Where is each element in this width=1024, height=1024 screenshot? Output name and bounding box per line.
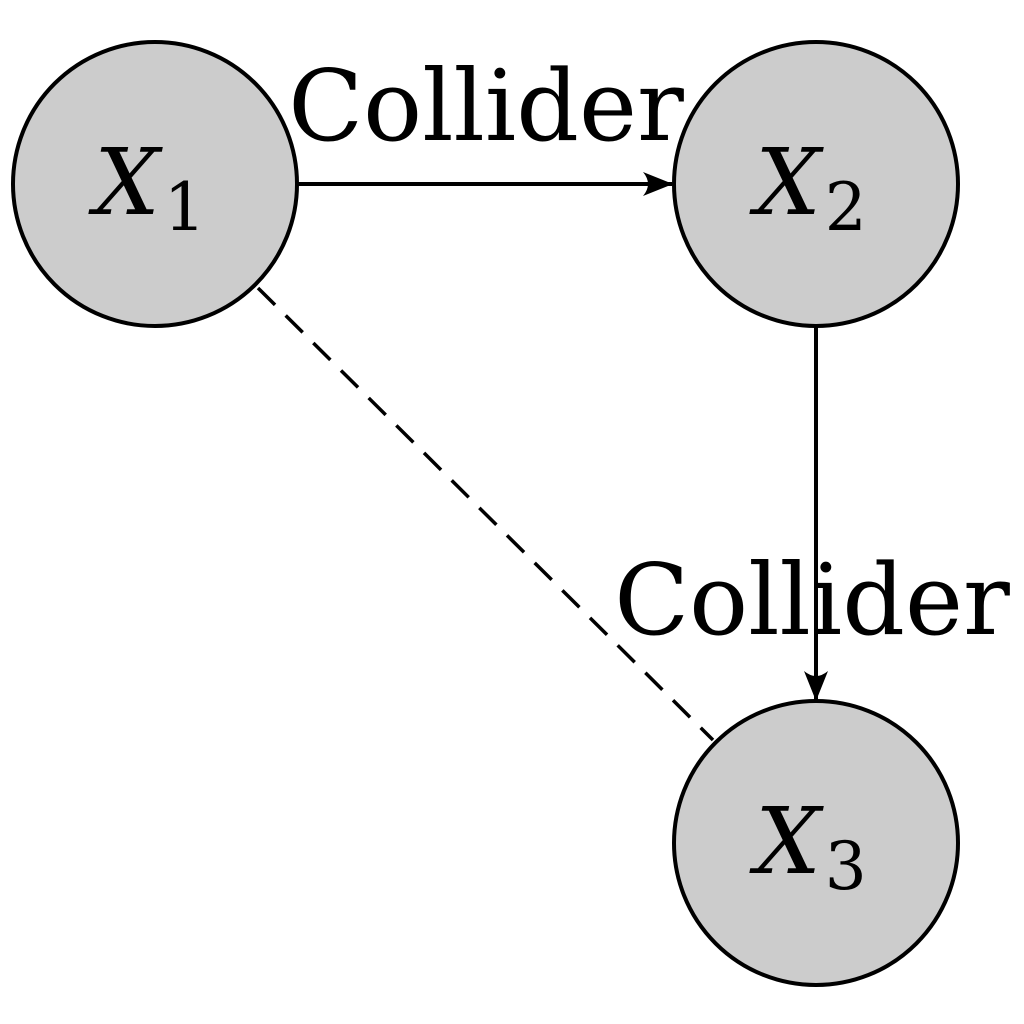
node-x3: X3 — [672, 699, 960, 987]
node-x1: X1 — [11, 40, 299, 328]
node-x1-circle — [11, 40, 299, 328]
node-x2-var: X — [749, 129, 824, 236]
node-x2: X2 — [672, 40, 960, 328]
node-x1-sub: 1 — [164, 169, 206, 246]
node-x2-sub: 2 — [825, 169, 867, 246]
edge-x1-x3-dashed — [256, 286, 715, 742]
node-x1-label: X1 — [88, 129, 206, 246]
node-x3-circle — [672, 699, 960, 987]
node-x1-var: X — [88, 129, 163, 236]
edge-label-x1-x2: Collider — [288, 50, 684, 164]
node-x3-label: X3 — [749, 788, 867, 905]
node-x2-label: X2 — [749, 129, 867, 246]
node-x3-sub: 3 — [825, 828, 867, 905]
node-x2-circle — [672, 40, 960, 328]
node-x3-var: X — [749, 788, 824, 895]
edge-label-x2-x3: Collider — [614, 544, 1010, 658]
